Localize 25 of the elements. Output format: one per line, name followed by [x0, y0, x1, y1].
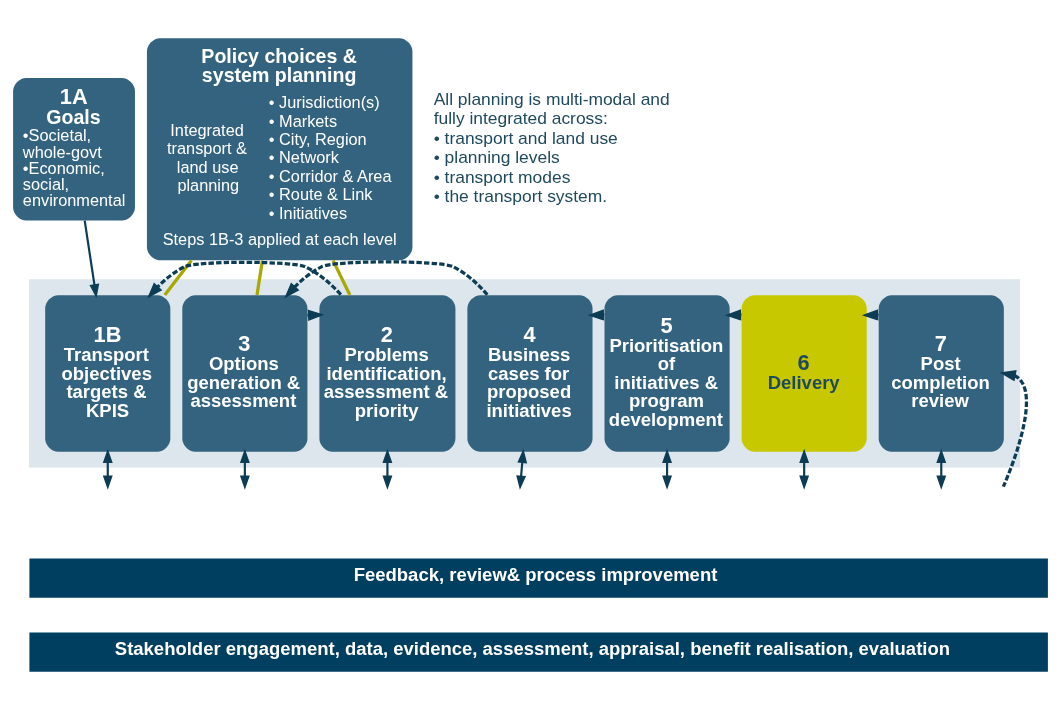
node-box: 2 Problems identification, assessment & priority	[319, 294, 456, 452]
node-box: 1A Goals •Societal, whole-govt •Economic, social, environmental	[13, 77, 135, 221]
arrow	[239, 448, 250, 490]
label: • transport modes	[433, 166, 571, 187]
arrow	[799, 448, 810, 490]
arrow	[83, 220, 100, 298]
label: • planning levels	[433, 146, 560, 167]
label: All planning is multi-modal and fully integrated across:	[433, 88, 670, 128]
label: • the transport system.	[433, 185, 608, 206]
arrow	[102, 448, 113, 490]
arrow	[936, 448, 947, 490]
arrow	[147, 260, 343, 298]
node-box: Stakeholder engagement, data, evidence, assessment, appraisal, benefit realisation, evaluation	[29, 631, 1048, 672]
node-box: Feedback, review& process improvement	[29, 558, 1048, 598]
arrow	[999, 369, 1028, 487]
arrow	[284, 259, 489, 298]
node-box: 4 Business cases for proposed initiatives	[467, 294, 593, 452]
node-box: 1B Transport objectives targets & KPIS	[45, 294, 171, 452]
node-box: Policy choices & system planning Integrated transport & land use planning • Jurisdiction(s) • Markets • City, Region • Network • Corridor & Area • Route & Link • Initiatives Steps 1B-3 applied at each level	[146, 37, 413, 260]
connector	[163, 258, 193, 296]
label: • transport and land use	[433, 127, 618, 148]
arrow	[382, 448, 393, 490]
connector	[331, 259, 352, 296]
arrow	[307, 309, 325, 321]
connector	[255, 259, 265, 295]
